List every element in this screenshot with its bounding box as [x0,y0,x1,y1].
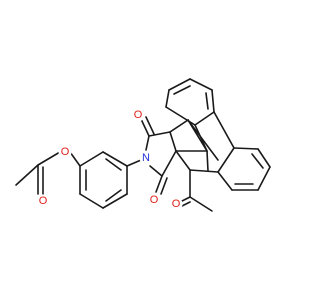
bond [79,193,104,209]
atom-label-o: O [134,109,143,121]
bond [189,169,219,173]
bond [251,153,264,169]
bond [257,148,271,168]
bond [140,118,150,137]
bond [79,151,104,167]
bond [169,131,177,152]
bond [15,164,39,186]
bond [145,116,155,135]
bond [211,89,215,113]
bond [69,151,81,167]
bond [37,151,61,166]
atom-label-o: O [150,194,159,206]
bond [126,159,142,167]
bond [149,165,163,177]
bond [173,85,191,95]
bond [169,119,189,133]
atom-background [36,194,50,208]
atom-background [131,108,145,122]
bond-lines [15,78,271,212]
bond [206,150,209,172]
atom-label-n: N [142,152,150,164]
bond [187,119,219,161]
bond [213,111,235,149]
bond [102,151,128,167]
bond [181,196,191,202]
bond [168,78,191,91]
bond [194,124,208,152]
atom-background [139,151,153,165]
atom-labels: O O N O O O [36,108,183,211]
bond [155,175,163,193]
bond [165,89,170,108]
atom-label-o: O [61,146,70,158]
bond [105,189,122,202]
bond [205,92,209,110]
bond [165,106,196,126]
bond [217,147,235,173]
bond [189,196,213,212]
bond [233,147,259,150]
bond [175,150,191,171]
atom-label-o: O [39,195,48,207]
bond [257,166,271,191]
bond [160,177,168,195]
bond [217,171,233,191]
atom-background [169,197,183,211]
bond [194,111,215,126]
bond [161,150,177,177]
molecule-structure-diagram: O O N O O O [15,78,271,212]
atom-background [58,145,72,159]
bond [181,201,191,207]
bond [105,158,122,171]
bond [148,131,171,137]
bond [102,193,128,209]
atom-background [147,193,161,207]
bond [145,135,150,151]
atom-label-o: O [172,198,181,210]
bond [189,78,213,91]
